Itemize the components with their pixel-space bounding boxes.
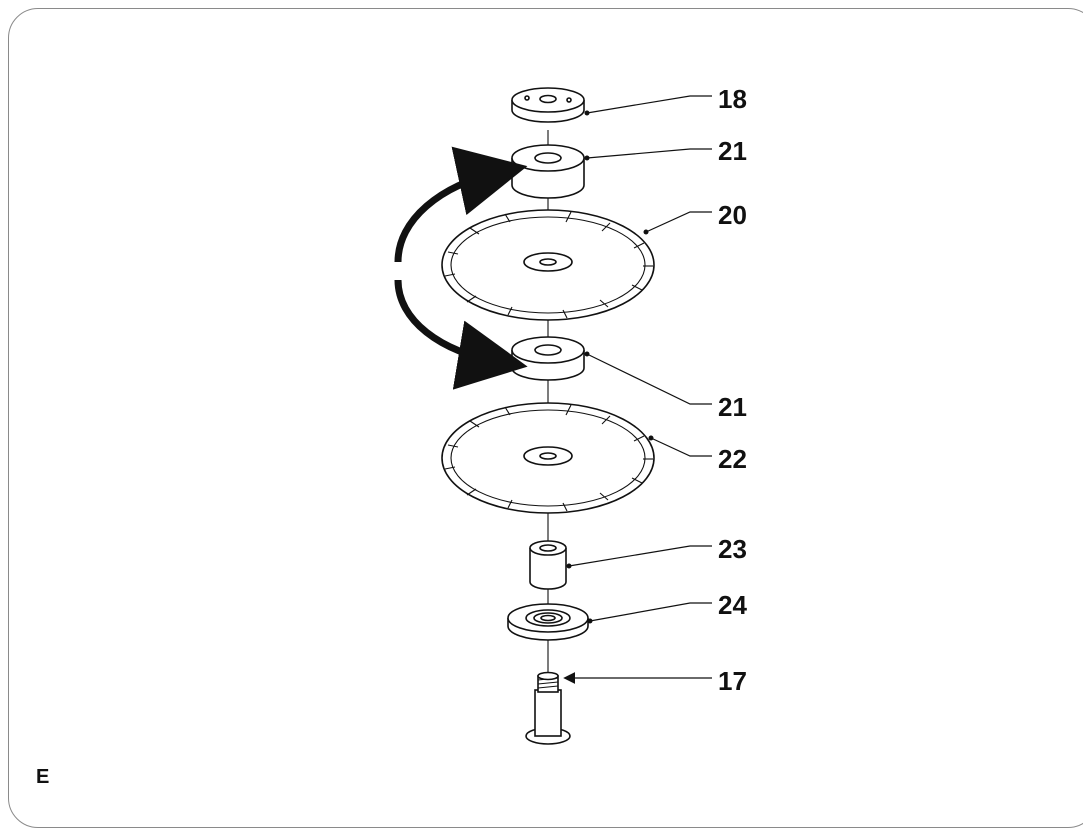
diamond-blade-20: [441, 209, 655, 321]
callout-23: 23: [718, 534, 747, 564]
callout-24: 24: [718, 590, 747, 620]
exploded-assembly-diagram: 18 21 20 21 22 23 24 17: [394, 84, 747, 745]
diamond-blade-22: [441, 402, 655, 514]
callout-21-lower: 21: [718, 392, 747, 422]
swap-arrow-down: [394, 279, 528, 390]
callout-22: 22: [718, 444, 747, 474]
spacer-ring-21-lower: [511, 336, 585, 381]
washer-24: [507, 603, 589, 641]
callout-20: 20: [718, 200, 747, 230]
swap-arrow-up: [394, 146, 528, 263]
flange-nut-18: [511, 87, 585, 123]
threaded-spindle-17: [525, 671, 571, 745]
callout-18: 18: [718, 84, 747, 114]
figure-label: E: [36, 766, 50, 788]
callout-21-upper: 21: [718, 136, 747, 166]
bushing-23: [529, 540, 567, 590]
leader-lines: [563, 95, 712, 684]
spacer-ring-21-upper: [511, 144, 585, 199]
callout-17: 17: [718, 666, 747, 696]
